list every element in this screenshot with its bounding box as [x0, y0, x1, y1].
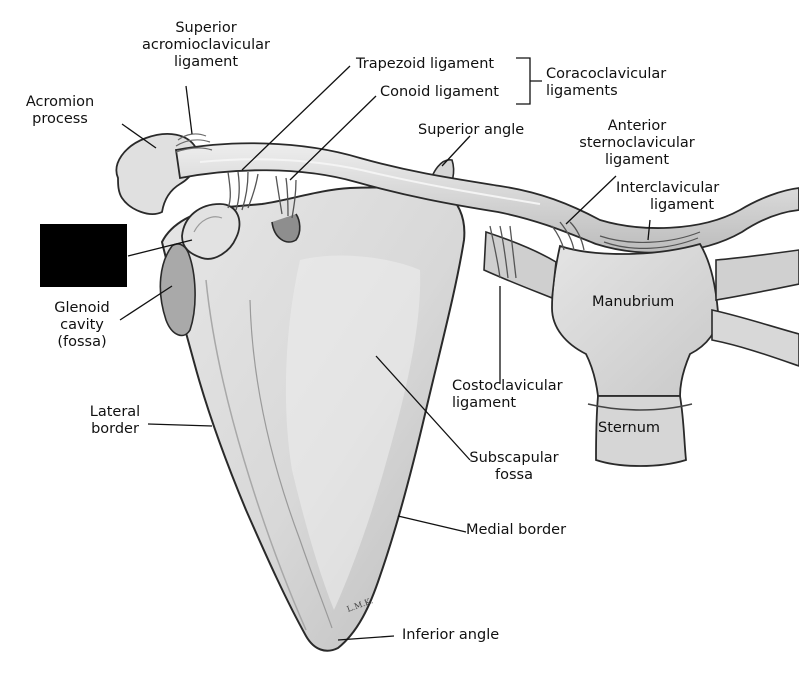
label-glenoid-cavity: Glenoid cavity (fossa): [54, 300, 110, 350]
sternum: [595, 395, 687, 467]
costoclavicular-ligament: [489, 225, 517, 279]
label-subscapular-fossa: Subscapular fossa: [469, 450, 559, 483]
label-inferior-angle: Inferior angle: [402, 627, 500, 643]
label-costoclavicular-ligament: Costoclavicular ligament: [452, 378, 563, 411]
label-superior-acromioclavicular-ligament: Superior acromioclavicular ligament: [142, 20, 270, 70]
leader-sternoclavicular: [565, 175, 617, 225]
label-manubrium: Manubrium: [592, 294, 675, 310]
leader-superior-angle: [441, 135, 471, 167]
leader-trapezoid: [241, 65, 351, 171]
first-rib-right: [715, 249, 799, 301]
manubrium: [551, 242, 719, 397]
fossa-ridge: [249, 299, 333, 629]
label-sternum: Sternum: [598, 420, 661, 436]
label-anterior-sternoclavicular-ligament: Anterior sternoclavicular ligament: [579, 118, 695, 168]
label-superior-angle: Superior angle: [418, 122, 525, 138]
label-medial-border: Medial border: [466, 522, 567, 538]
label-coracoclavicular-ligaments: Coracoclavicular ligaments: [546, 66, 667, 99]
label-acromion-process: Acromion process: [25, 94, 95, 127]
superior-acromioclavicular-ligament: [175, 133, 213, 153]
clavicle-ridge: [199, 158, 541, 205]
subscapular-fossa-shading: [285, 255, 421, 610]
label-conoid-ligament: Conoid ligament: [380, 84, 499, 100]
leader-conoid: [289, 95, 377, 181]
label-interclavicular-ligament: Interclavicular ligament: [616, 180, 720, 213]
costal-cartilage-right: [711, 309, 799, 367]
leader-lateral-border: [147, 423, 213, 427]
leader-glenoid: [119, 285, 173, 321]
lateral-border-ridge: [205, 279, 307, 631]
trapezoid-ligament: [227, 171, 259, 211]
coracoid-highlight: [193, 216, 223, 233]
coracoid-process: [181, 203, 241, 260]
label-trapezoid-ligament: Trapezoid ligament: [356, 56, 495, 72]
anterior-sternoclavicular-ligament: [551, 221, 585, 251]
coracoclavicular-bracket: [516, 57, 542, 105]
leader-lines: [119, 57, 651, 641]
leader-acromion: [121, 123, 157, 149]
conoid-ligament: [275, 175, 297, 219]
suprascapular-notch: [271, 213, 301, 243]
interclavicular-ligament-fibres: [599, 231, 701, 249]
leader-medial-border: [397, 515, 467, 533]
label-lateral-border: Lateral border: [89, 404, 141, 437]
redacted-label-box: [40, 224, 127, 287]
leader-subscapular-fossa: [375, 355, 471, 461]
first-rib-left: [483, 230, 557, 300]
leader-inferior-angle: [337, 635, 395, 641]
leader-superior-acromioclavicular: [185, 85, 193, 135]
leader-coracoid: [127, 239, 193, 257]
leader-interclavicular: [647, 219, 651, 241]
manubriosternal-joint: [587, 403, 693, 411]
